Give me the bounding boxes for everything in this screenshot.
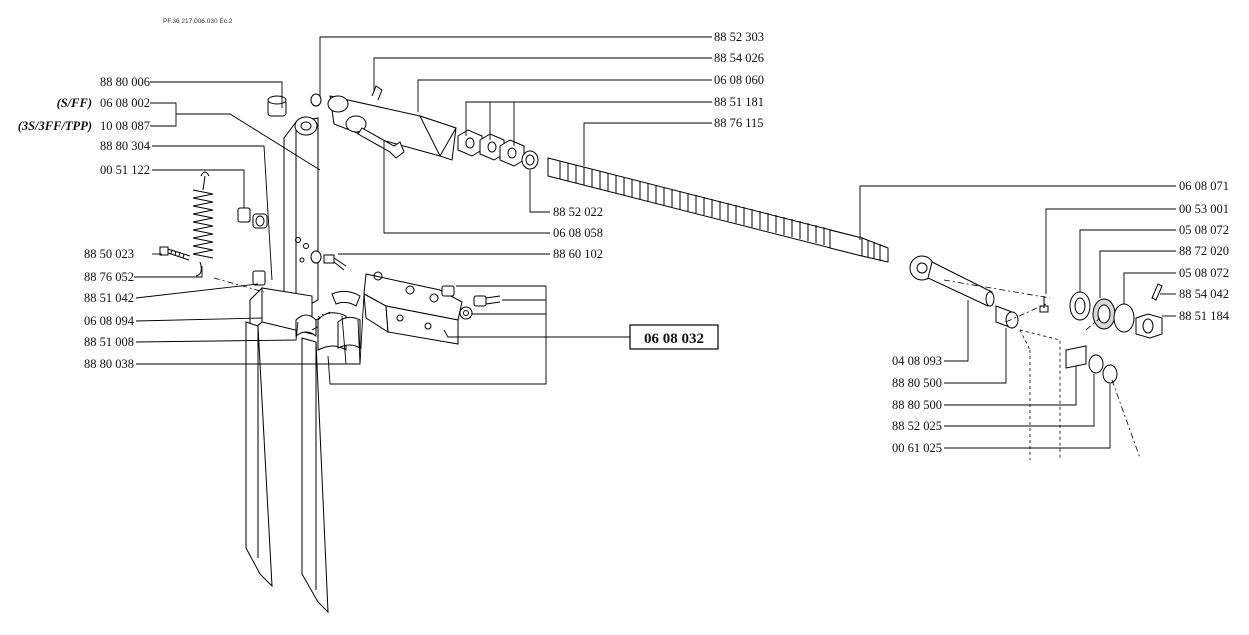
- labels-left: 88 80 006 06 08 002 (S/FF) 10 08 087 (3S…: [18, 75, 151, 371]
- leader-lines: [134, 36, 1176, 449]
- part-label: 88 76 115: [714, 116, 764, 130]
- drawing-code: PF.36 217.006.030 Ec.2: [163, 18, 233, 25]
- left-arm-assembly: [159, 94, 361, 614]
- phantom-lines: [213, 277, 1141, 460]
- part-label: 88 54 026: [714, 51, 764, 65]
- part-label: 88 52 303: [714, 30, 764, 44]
- part-label: 88 52 025: [892, 419, 942, 433]
- part-label: 88 51 008: [84, 335, 134, 349]
- eye-bolt: [909, 255, 1019, 329]
- latch-assembly: [310, 85, 457, 161]
- assembly-box: 06 08 032: [629, 324, 719, 350]
- labels-bottom-right: 04 08 093 88 80 500 88 80 500 88 52 025 …: [892, 354, 942, 455]
- part-label: 05 08 072: [1179, 266, 1229, 280]
- part-label: 88 60 102: [553, 247, 603, 261]
- part-label: 06 08 094: [84, 314, 135, 328]
- spring: [192, 171, 214, 277]
- part-label: 88 80 500: [892, 398, 942, 412]
- threaded-rod: [547, 157, 889, 263]
- part-label: 06 08 060: [714, 73, 764, 87]
- part-label: 00 53 001: [1179, 202, 1229, 216]
- hub-assembly: [1039, 283, 1163, 384]
- part-label: 88 72 020: [1179, 244, 1229, 258]
- labels-right: 06 08 071 00 53 001 05 08 072 88 72 020 …: [1179, 179, 1230, 323]
- part-label: 10 08 087: [100, 119, 150, 133]
- assembly-label: 06 08 032: [644, 331, 704, 347]
- part-label: 88 50 023: [84, 247, 134, 261]
- part-label: 88 80 500: [892, 376, 942, 390]
- tines: [245, 321, 329, 614]
- variant-prefix: (S/FF): [57, 96, 92, 110]
- part-label: 04 08 093: [892, 354, 942, 368]
- part-label: 88 52 022: [553, 205, 603, 219]
- part-label: 88 80 006: [100, 75, 150, 89]
- part-label: 00 51 122: [100, 163, 150, 177]
- part-label: 88 51 184: [1179, 309, 1230, 323]
- part-label: 88 80 038: [84, 357, 134, 371]
- part-label: 06 08 071: [1179, 179, 1229, 193]
- part-label: 06 08 002: [100, 96, 150, 110]
- part-label: 06 08 058: [553, 226, 603, 240]
- labels-top: 88 52 303 88 54 026 06 08 060 88 51 181 …: [553, 30, 764, 261]
- part-label: 88 51 181: [714, 95, 764, 109]
- part-label: 88 51 042: [84, 291, 134, 305]
- part-label: 05 08 072: [1179, 223, 1229, 237]
- part-label: 00 61 025: [892, 441, 942, 455]
- bolt-88-50-023: [159, 246, 191, 261]
- nuts-88-51-181: [457, 129, 539, 170]
- center-bracket: [363, 271, 501, 345]
- part-label: 88 80 304: [100, 139, 151, 153]
- part-label: 88 76 052: [84, 270, 134, 284]
- part-label: 88 54 042: [1179, 287, 1229, 301]
- variant-prefix: (3S/3FF/TPP): [18, 119, 92, 133]
